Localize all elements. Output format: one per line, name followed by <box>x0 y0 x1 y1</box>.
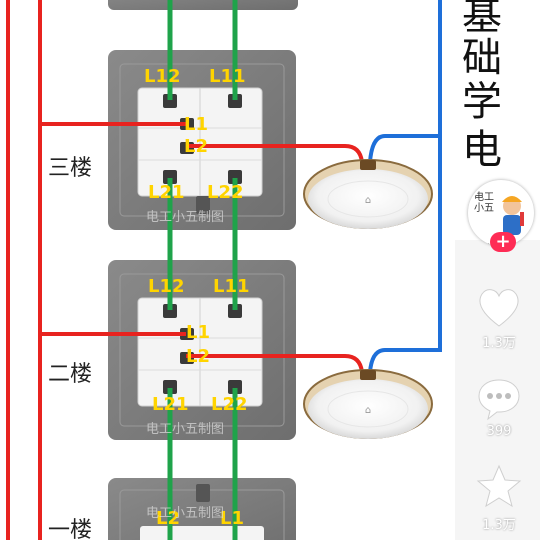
terminal-label: L1 <box>184 114 208 135</box>
floor-label-first: 一楼 <box>48 518 93 543</box>
floor-label-second: 二楼 <box>48 362 93 387</box>
favorite-count: 1.3万 <box>482 518 516 533</box>
terminal-label: L22 <box>211 394 248 415</box>
favorite-button[interactable] <box>474 462 524 512</box>
watermark: 电工小五制图 <box>146 422 225 437</box>
follow-button[interactable]: + <box>490 232 516 252</box>
terminal-label: L2 <box>184 136 208 157</box>
terminal-label: L11 <box>209 66 246 87</box>
title-char-4: 电 <box>462 127 502 173</box>
switch-plate-second-floor <box>108 260 296 440</box>
comment-icon <box>478 379 520 421</box>
terminal-label: L21 <box>152 394 189 415</box>
live-wires <box>6 0 364 540</box>
comment-button[interactable] <box>474 374 524 424</box>
switch-plate-third-floor <box>108 50 296 230</box>
switch-plate-top-partial <box>108 0 298 10</box>
svg-text:⌂: ⌂ <box>365 405 371 416</box>
heart-icon <box>479 289 519 327</box>
like-count: 1.3万 <box>482 336 516 351</box>
title-char-1: 基 <box>462 0 502 39</box>
terminal-label: L2 <box>156 508 180 529</box>
traveler-wires <box>167 0 238 540</box>
terminal-label: L22 <box>207 182 244 203</box>
neutral-wires <box>368 0 442 373</box>
ceiling-lamp-third-floor: ⌂ <box>303 159 433 229</box>
comment-count: 399 <box>486 424 512 439</box>
worker-mascot-icon <box>502 196 524 235</box>
terminal-label: L1 <box>220 508 244 529</box>
star-icon <box>476 464 522 508</box>
watermark: 电工小五制图 <box>146 210 225 225</box>
terminal-label: L12 <box>144 66 181 87</box>
watermark: 电工小五制图 <box>146 506 225 521</box>
svg-text:⌂: ⌂ <box>365 195 371 206</box>
terminal-label: L21 <box>148 182 185 203</box>
terminal-label: L12 <box>148 276 185 297</box>
floor-label-third: 三楼 <box>48 156 93 181</box>
terminal-label: L2 <box>186 346 210 367</box>
terminal-label: L1 <box>186 322 210 343</box>
title-char-3: 学 <box>462 79 502 125</box>
ceiling-lamp-second-floor: ⌂ <box>303 369 433 439</box>
terminal-label: L11 <box>213 276 250 297</box>
avatar-text: 电工小五 <box>474 192 494 214</box>
title-char-2: 础 <box>462 35 502 81</box>
like-button[interactable] <box>474 282 524 332</box>
